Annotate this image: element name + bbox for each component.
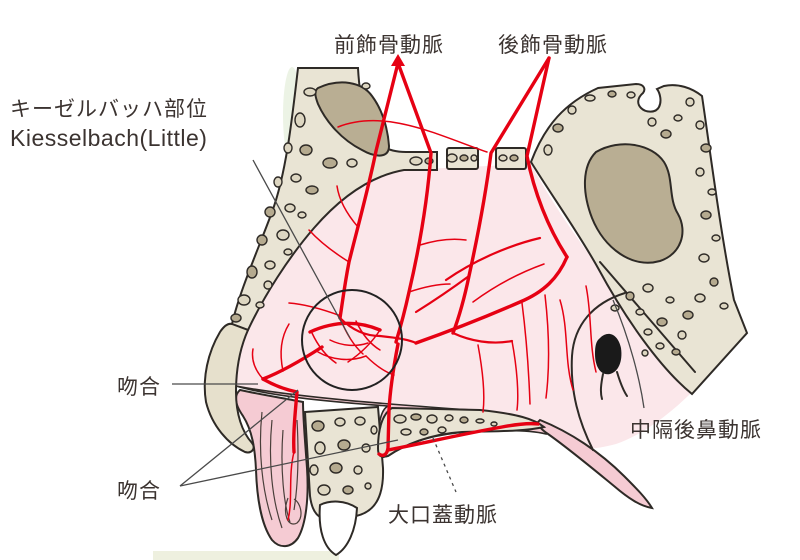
kiesselbach-circle xyxy=(301,289,403,391)
label-anterior-ethmoidal: 前飾骨動脈 xyxy=(334,34,444,57)
leader-lines xyxy=(172,159,645,493)
soft-palate-band xyxy=(536,418,654,510)
palate-bone xyxy=(376,406,547,458)
leader-posterior-septal xyxy=(612,299,645,409)
sphenoid-sinus xyxy=(583,143,684,264)
alveolar-bone xyxy=(303,405,385,557)
label-kiesselbach-ja: キーゼルバッハ部位 xyxy=(10,98,208,121)
incisor-tooth xyxy=(318,500,359,557)
label-kiesselbach-en: Kiesselbach(Little) xyxy=(10,125,207,151)
lip-texture-lines xyxy=(259,411,302,529)
label-anastomosis-upper: 吻合 xyxy=(117,376,161,399)
leader-anastomosis-lower-2 xyxy=(179,439,399,487)
label-greater-palatine: 大口蓋動脈 xyxy=(388,504,498,527)
frontal-sinus xyxy=(314,81,391,157)
label-posterior-ethmoidal: 後飾骨動脈 xyxy=(498,34,608,57)
septum-mucosa xyxy=(235,164,692,449)
sphenopalatine-foramen xyxy=(595,333,622,375)
nose-cartilage xyxy=(203,322,255,454)
artery-network xyxy=(251,54,597,521)
choana-region xyxy=(570,292,628,451)
arrowhead xyxy=(391,54,405,66)
labels: 前飾骨動脈 後飾骨動脈 キーゼルバッハ部位 Kiesselbach(Little… xyxy=(10,34,762,527)
label-anastomosis-lower: 吻合 xyxy=(117,480,161,503)
bone-pebbles xyxy=(230,82,729,357)
leader-kiesselbach xyxy=(252,159,351,339)
label-posterior-septal: 中隔後鼻動脈 xyxy=(630,419,762,442)
leader-greater-palatine xyxy=(432,437,457,493)
leader-anastomosis-lower-1 xyxy=(179,389,299,487)
